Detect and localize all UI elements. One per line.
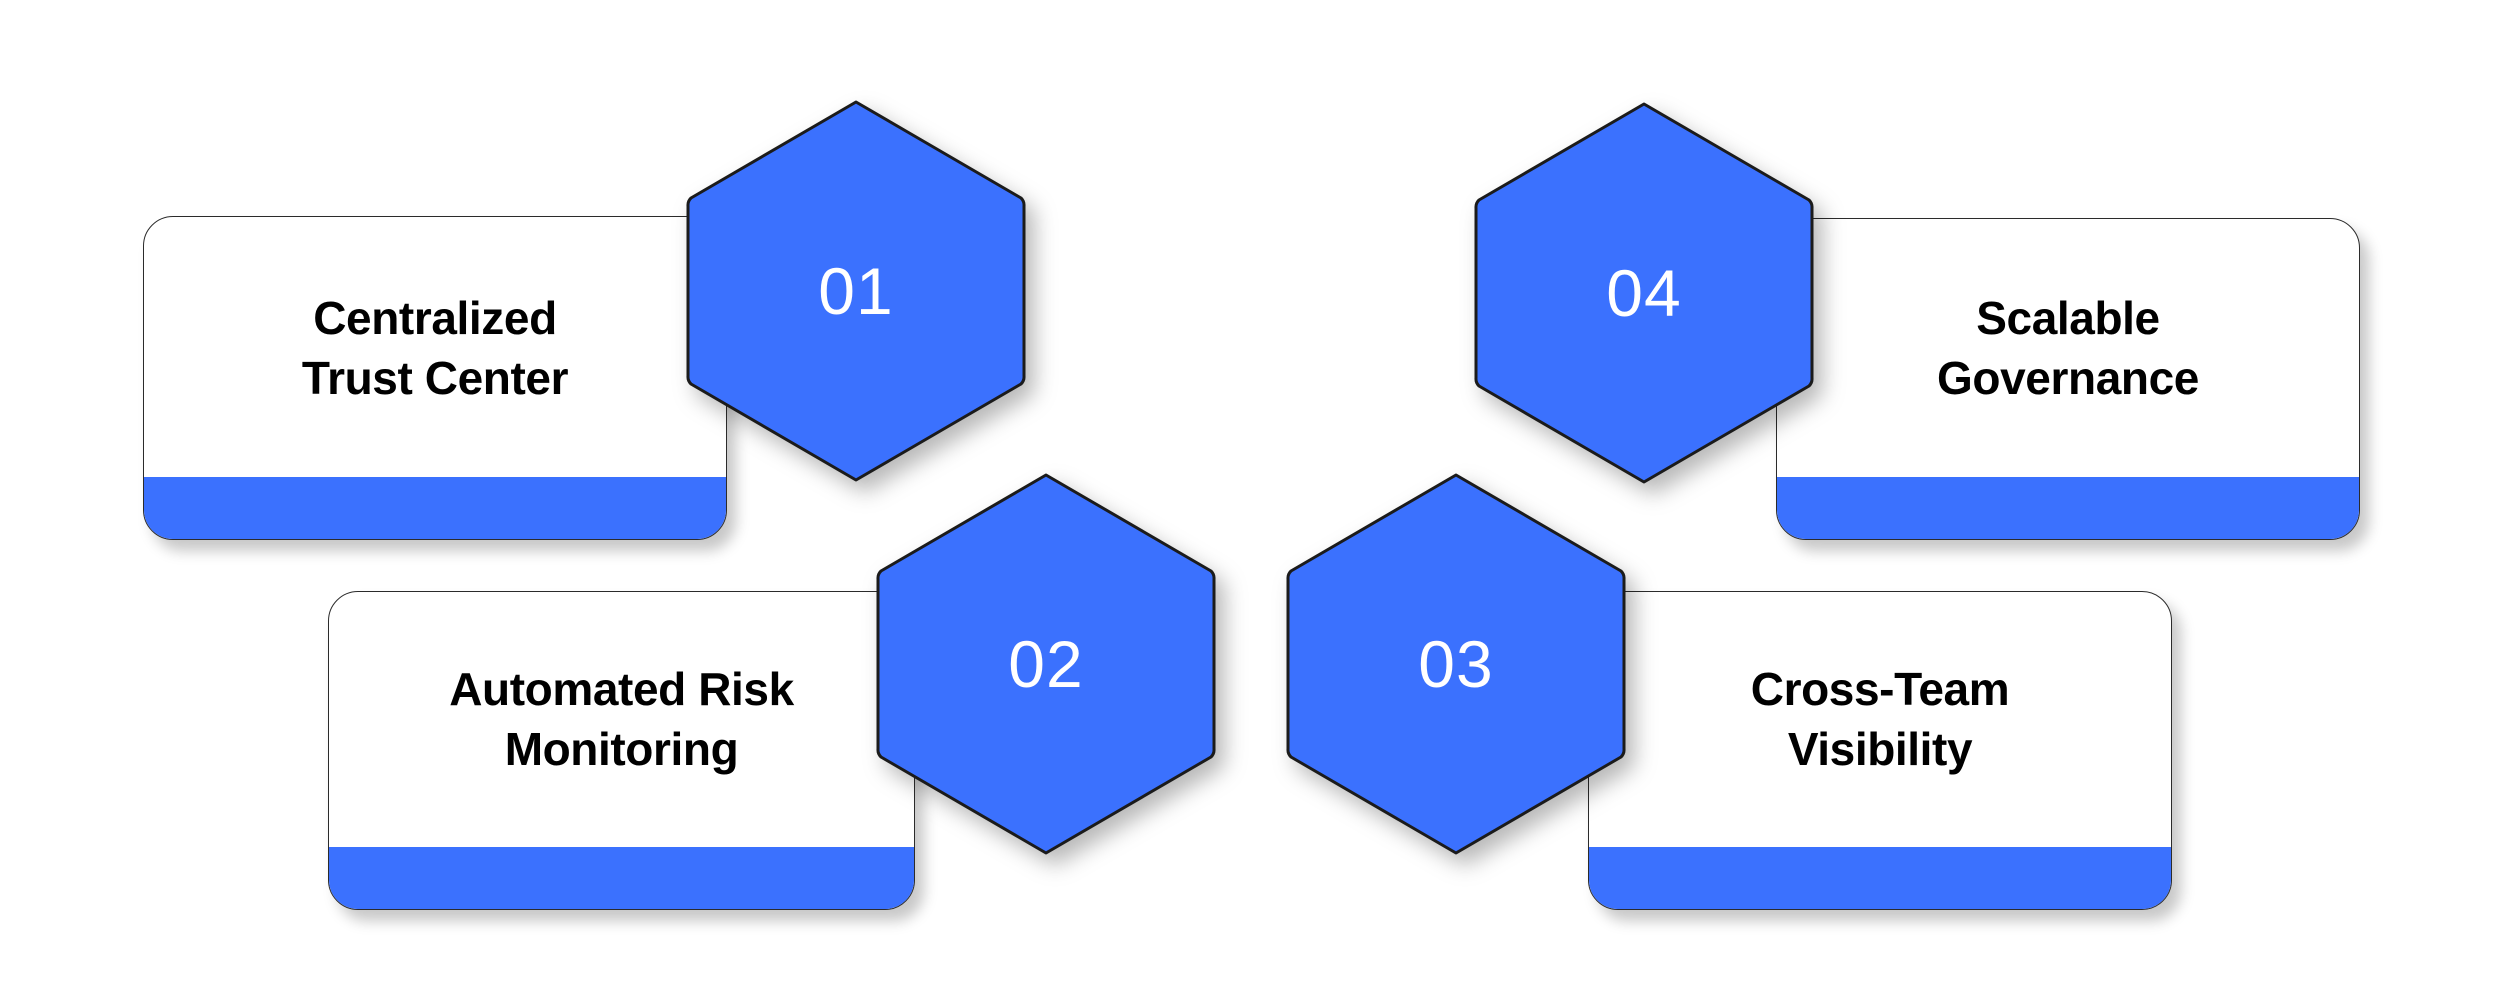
step-number-02: 02 bbox=[1008, 627, 1084, 701]
step-card-01[interactable]: Centralized Trust Center bbox=[143, 216, 727, 540]
step-number-01: 01 bbox=[818, 254, 894, 328]
step-card-accent-bar-02 bbox=[329, 847, 914, 909]
step-card-accent-bar-03 bbox=[1589, 847, 2171, 909]
step-hexagon-03[interactable]: 03 bbox=[1285, 472, 1627, 856]
step-hexagon-04[interactable]: 04 bbox=[1473, 101, 1815, 485]
step-card-label-03: Cross-Team Visibility bbox=[1750, 663, 2010, 775]
step-card-02[interactable]: Automated Risk Monitoring bbox=[328, 591, 915, 910]
hexagon-shape-icon bbox=[1285, 472, 1627, 856]
step-card-label-02: Automated Risk Monitoring bbox=[449, 663, 794, 775]
step-hexagon-01[interactable]: 01 bbox=[685, 99, 1027, 483]
step-hexagon-02[interactable]: 02 bbox=[875, 472, 1217, 856]
hexagon-shape-icon bbox=[1473, 101, 1815, 485]
step-card-accent-bar-01 bbox=[144, 477, 726, 539]
step-card-04[interactable]: Scalable Governance bbox=[1776, 218, 2360, 540]
step-number-04: 04 bbox=[1606, 256, 1682, 330]
step-number-03: 03 bbox=[1418, 627, 1494, 701]
step-card-label-04: Scalable Governance bbox=[1937, 292, 2199, 404]
hexagon-shape-icon bbox=[875, 472, 1217, 856]
hexagon-shape-icon bbox=[685, 99, 1027, 483]
step-card-03[interactable]: Cross-Team Visibility bbox=[1588, 591, 2172, 910]
step-card-label-01: Centralized Trust Center bbox=[301, 292, 569, 404]
step-card-accent-bar-04 bbox=[1777, 477, 2359, 539]
